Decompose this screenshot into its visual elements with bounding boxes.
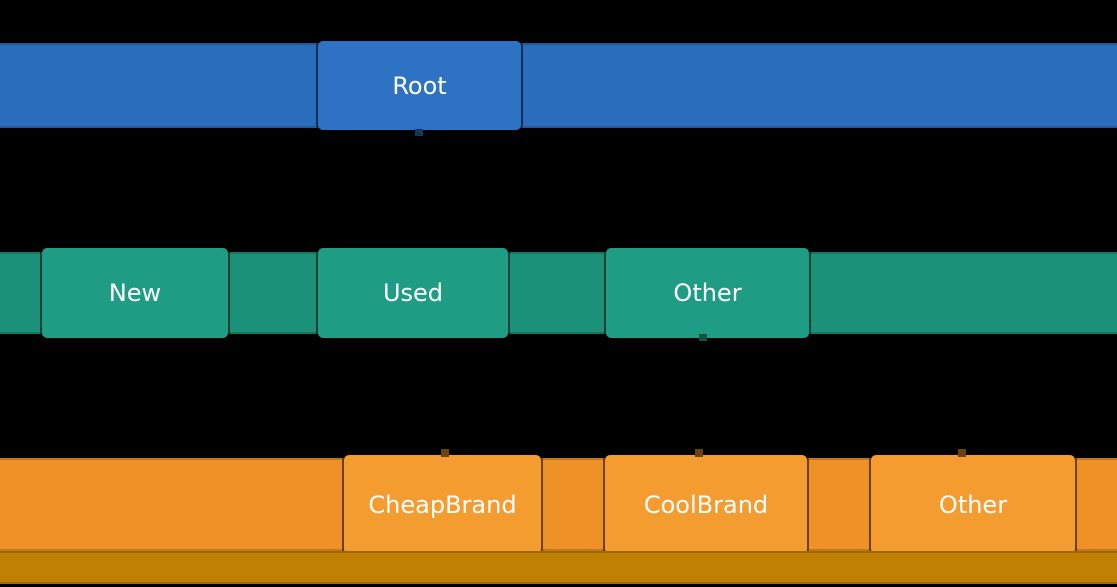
stub-above-coolbrand xyxy=(695,449,703,457)
node-root-level-1[interactable]: Root xyxy=(318,41,521,130)
node-cheapbrand-level-3[interactable]: CheapBrand xyxy=(344,455,541,554)
node-label: Root xyxy=(392,71,447,100)
node-label: CheapBrand xyxy=(368,490,517,519)
stub-below-other-l2 xyxy=(699,334,707,341)
node-label: Used xyxy=(382,279,444,307)
stub-below-root xyxy=(415,129,423,136)
node-label: CoolBrand xyxy=(643,490,769,519)
node-used-level-2[interactable]: Used xyxy=(318,248,508,338)
node-label: Other xyxy=(673,279,742,307)
level-1-band xyxy=(0,43,1117,128)
node-other-level-3[interactable]: Other xyxy=(871,455,1075,554)
node-coolbrand-level-3[interactable]: CoolBrand xyxy=(605,455,807,554)
node-label: Other xyxy=(938,490,1008,519)
level-4-band xyxy=(0,551,1117,584)
node-new-level-2[interactable]: New xyxy=(42,248,228,338)
node-other-level-2[interactable]: Other xyxy=(606,248,809,338)
node-label: New xyxy=(108,279,162,307)
stub-above-other-l3 xyxy=(958,449,966,457)
stub-above-cheapbrand xyxy=(441,449,449,457)
